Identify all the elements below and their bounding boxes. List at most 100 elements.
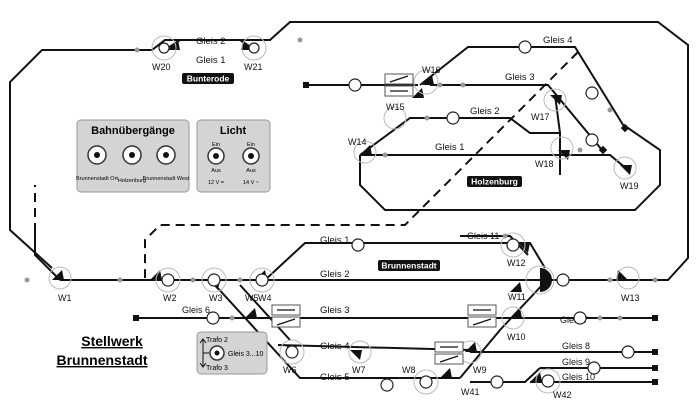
- crossing-knob-holzenburg[interactable]: [122, 145, 142, 165]
- svg-text:W13: W13: [621, 293, 640, 303]
- svg-text:W17: W17: [531, 112, 550, 122]
- crossing-label-2: Holzenburg: [118, 178, 146, 184]
- signals[interactable]: [158, 40, 635, 392]
- crossings-panel-title: Bahnübergänge: [91, 125, 175, 137]
- track-isolators: [24, 37, 658, 321]
- brunnenstadt-gleis5-track: [214, 284, 460, 379]
- label-brunn-gleis11: Gleis 11: [467, 231, 499, 241]
- svg-text:W14: W14: [348, 137, 367, 147]
- station-tag-holzenburg: Holzenburg: [467, 176, 522, 187]
- signal-light[interactable]: [248, 42, 260, 54]
- signal-light[interactable]: [621, 345, 635, 359]
- signal-light[interactable]: [207, 273, 221, 287]
- svg-text:W16: W16: [422, 65, 441, 75]
- svg-text:W15: W15: [386, 102, 405, 112]
- label-brunn-gleis5: Gleis 5: [320, 372, 350, 383]
- signal-light[interactable]: [348, 78, 362, 92]
- svg-text:W18: W18: [535, 159, 554, 169]
- label-bunterode-gleis1: Gleis 1: [196, 55, 226, 66]
- turntable-ring: [525, 265, 555, 295]
- toggle-box-w11[interactable]: [467, 304, 497, 328]
- svg-text:W41: W41: [461, 387, 480, 397]
- title-line2: Brunnenstadt: [57, 352, 148, 368]
- svg-text:W8: W8: [402, 365, 416, 375]
- trafo-tracks-label: Gleis 3...10: [228, 351, 264, 358]
- label-brunn-gleis10: Gleis 10: [562, 372, 595, 382]
- signal-light[interactable]: [585, 86, 599, 100]
- buffer-stop: [652, 379, 658, 385]
- signal-light[interactable]: [587, 361, 601, 375]
- label-brunn-gleis9: Gleis 9: [562, 357, 590, 367]
- label-holz-gleis1: Gleis 1: [435, 142, 465, 153]
- svg-text:W1: W1: [58, 293, 72, 303]
- holzenburg-gleis1-track: [360, 154, 629, 171]
- label-holz-gleis4: Gleis 4: [543, 35, 573, 46]
- turntable-icon[interactable]: [540, 268, 552, 292]
- light-switch-12v[interactable]: [207, 147, 225, 165]
- switch-labels: W20 W21 W1 W2 W3 W4 W5 W6 W7 W8 W9 W10 W…: [58, 62, 640, 400]
- holzenburg-loop-track: [359, 127, 661, 211]
- outer-loop-track: [9, 21, 689, 281]
- signal-light[interactable]: [161, 273, 175, 287]
- signal-light[interactable]: [518, 40, 532, 54]
- signal-light[interactable]: [351, 238, 365, 252]
- crossing-label-1: Brunnenstadt Ort: [76, 176, 118, 182]
- label-holz-gleis3: Gleis 3: [505, 72, 535, 83]
- svg-text:W2: W2: [163, 293, 177, 303]
- signal-light[interactable]: [285, 345, 299, 359]
- label-brunn-gleis1: Gleis 1: [320, 235, 350, 246]
- svg-text:Brunnenstadt: Brunnenstadt: [381, 261, 436, 271]
- svg-text:W3: W3: [209, 293, 223, 303]
- svg-text:W9: W9: [473, 365, 487, 375]
- light-switch-14v[interactable]: [242, 147, 260, 165]
- signal-light[interactable]: [446, 111, 460, 125]
- svg-text:W7: W7: [352, 365, 366, 375]
- light-volt-1: 12 V =: [208, 180, 224, 186]
- brunnenstadt-gleis11-track: [460, 235, 529, 256]
- signal-light[interactable]: [556, 273, 570, 287]
- title-line1: Stellwerk: [81, 333, 143, 349]
- signal-light[interactable]: [573, 311, 587, 325]
- brunnenstadt-connector-track: [459, 281, 546, 379]
- crossings-panel: Bahnübergänge Brunnenstadt Ort Holzenbur…: [76, 119, 190, 193]
- light-on-2: Ein: [247, 142, 255, 148]
- crossing-knob-brunnenstadt-west[interactable]: [156, 145, 176, 165]
- trafo-selector-knob[interactable]: [209, 345, 225, 361]
- crossing-label-3: Brunnenstadt West: [143, 176, 190, 182]
- svg-text:W12: W12: [507, 258, 526, 268]
- signal-light[interactable]: [585, 133, 599, 147]
- signal-light[interactable]: [158, 42, 170, 54]
- signal-light[interactable]: [541, 374, 555, 388]
- toggle-box-w15[interactable]: [384, 73, 414, 97]
- label-brunn-gleis6: Gleis 6: [182, 305, 210, 315]
- signal-light[interactable]: [380, 378, 394, 392]
- w1-branch-track: [34, 230, 61, 281]
- trafo2-label: Trafo 2: [206, 337, 228, 344]
- buffer-stop: [652, 315, 658, 321]
- holzenburg-gleis3-track: [430, 84, 603, 151]
- signal-light[interactable]: [490, 375, 504, 389]
- buffer-stop: [303, 82, 309, 88]
- signal-light[interactable]: [255, 273, 269, 287]
- toggle-box-w9[interactable]: [434, 341, 464, 365]
- signal-light[interactable]: [506, 238, 520, 252]
- crossing-knob-brunnenstadt-ort[interactable]: [87, 145, 107, 165]
- signal-light[interactable]: [206, 311, 220, 325]
- buffer-stop: [133, 315, 139, 321]
- svg-text:W5: W5: [245, 293, 259, 303]
- svg-text:W10: W10: [507, 332, 526, 342]
- brunnenstadt-gleis1-track: [264, 242, 546, 281]
- trafo3-label: Trafo 3: [206, 365, 228, 372]
- svg-text:W11: W11: [508, 292, 526, 302]
- light-off-2: Aus: [246, 168, 256, 174]
- switch-rings: [48, 35, 640, 395]
- buffer-stop: [652, 349, 658, 355]
- signal-light[interactable]: [419, 375, 433, 389]
- light-panel-title: Licht: [220, 125, 247, 137]
- station-tag-bunterode: Bunterode: [182, 73, 234, 84]
- light-panel: Licht Ein Ein Aus Aus 12 V = 14 V ~: [196, 119, 271, 193]
- toggle-box-w4[interactable]: [271, 304, 301, 328]
- svg-text:W6: W6: [283, 365, 297, 375]
